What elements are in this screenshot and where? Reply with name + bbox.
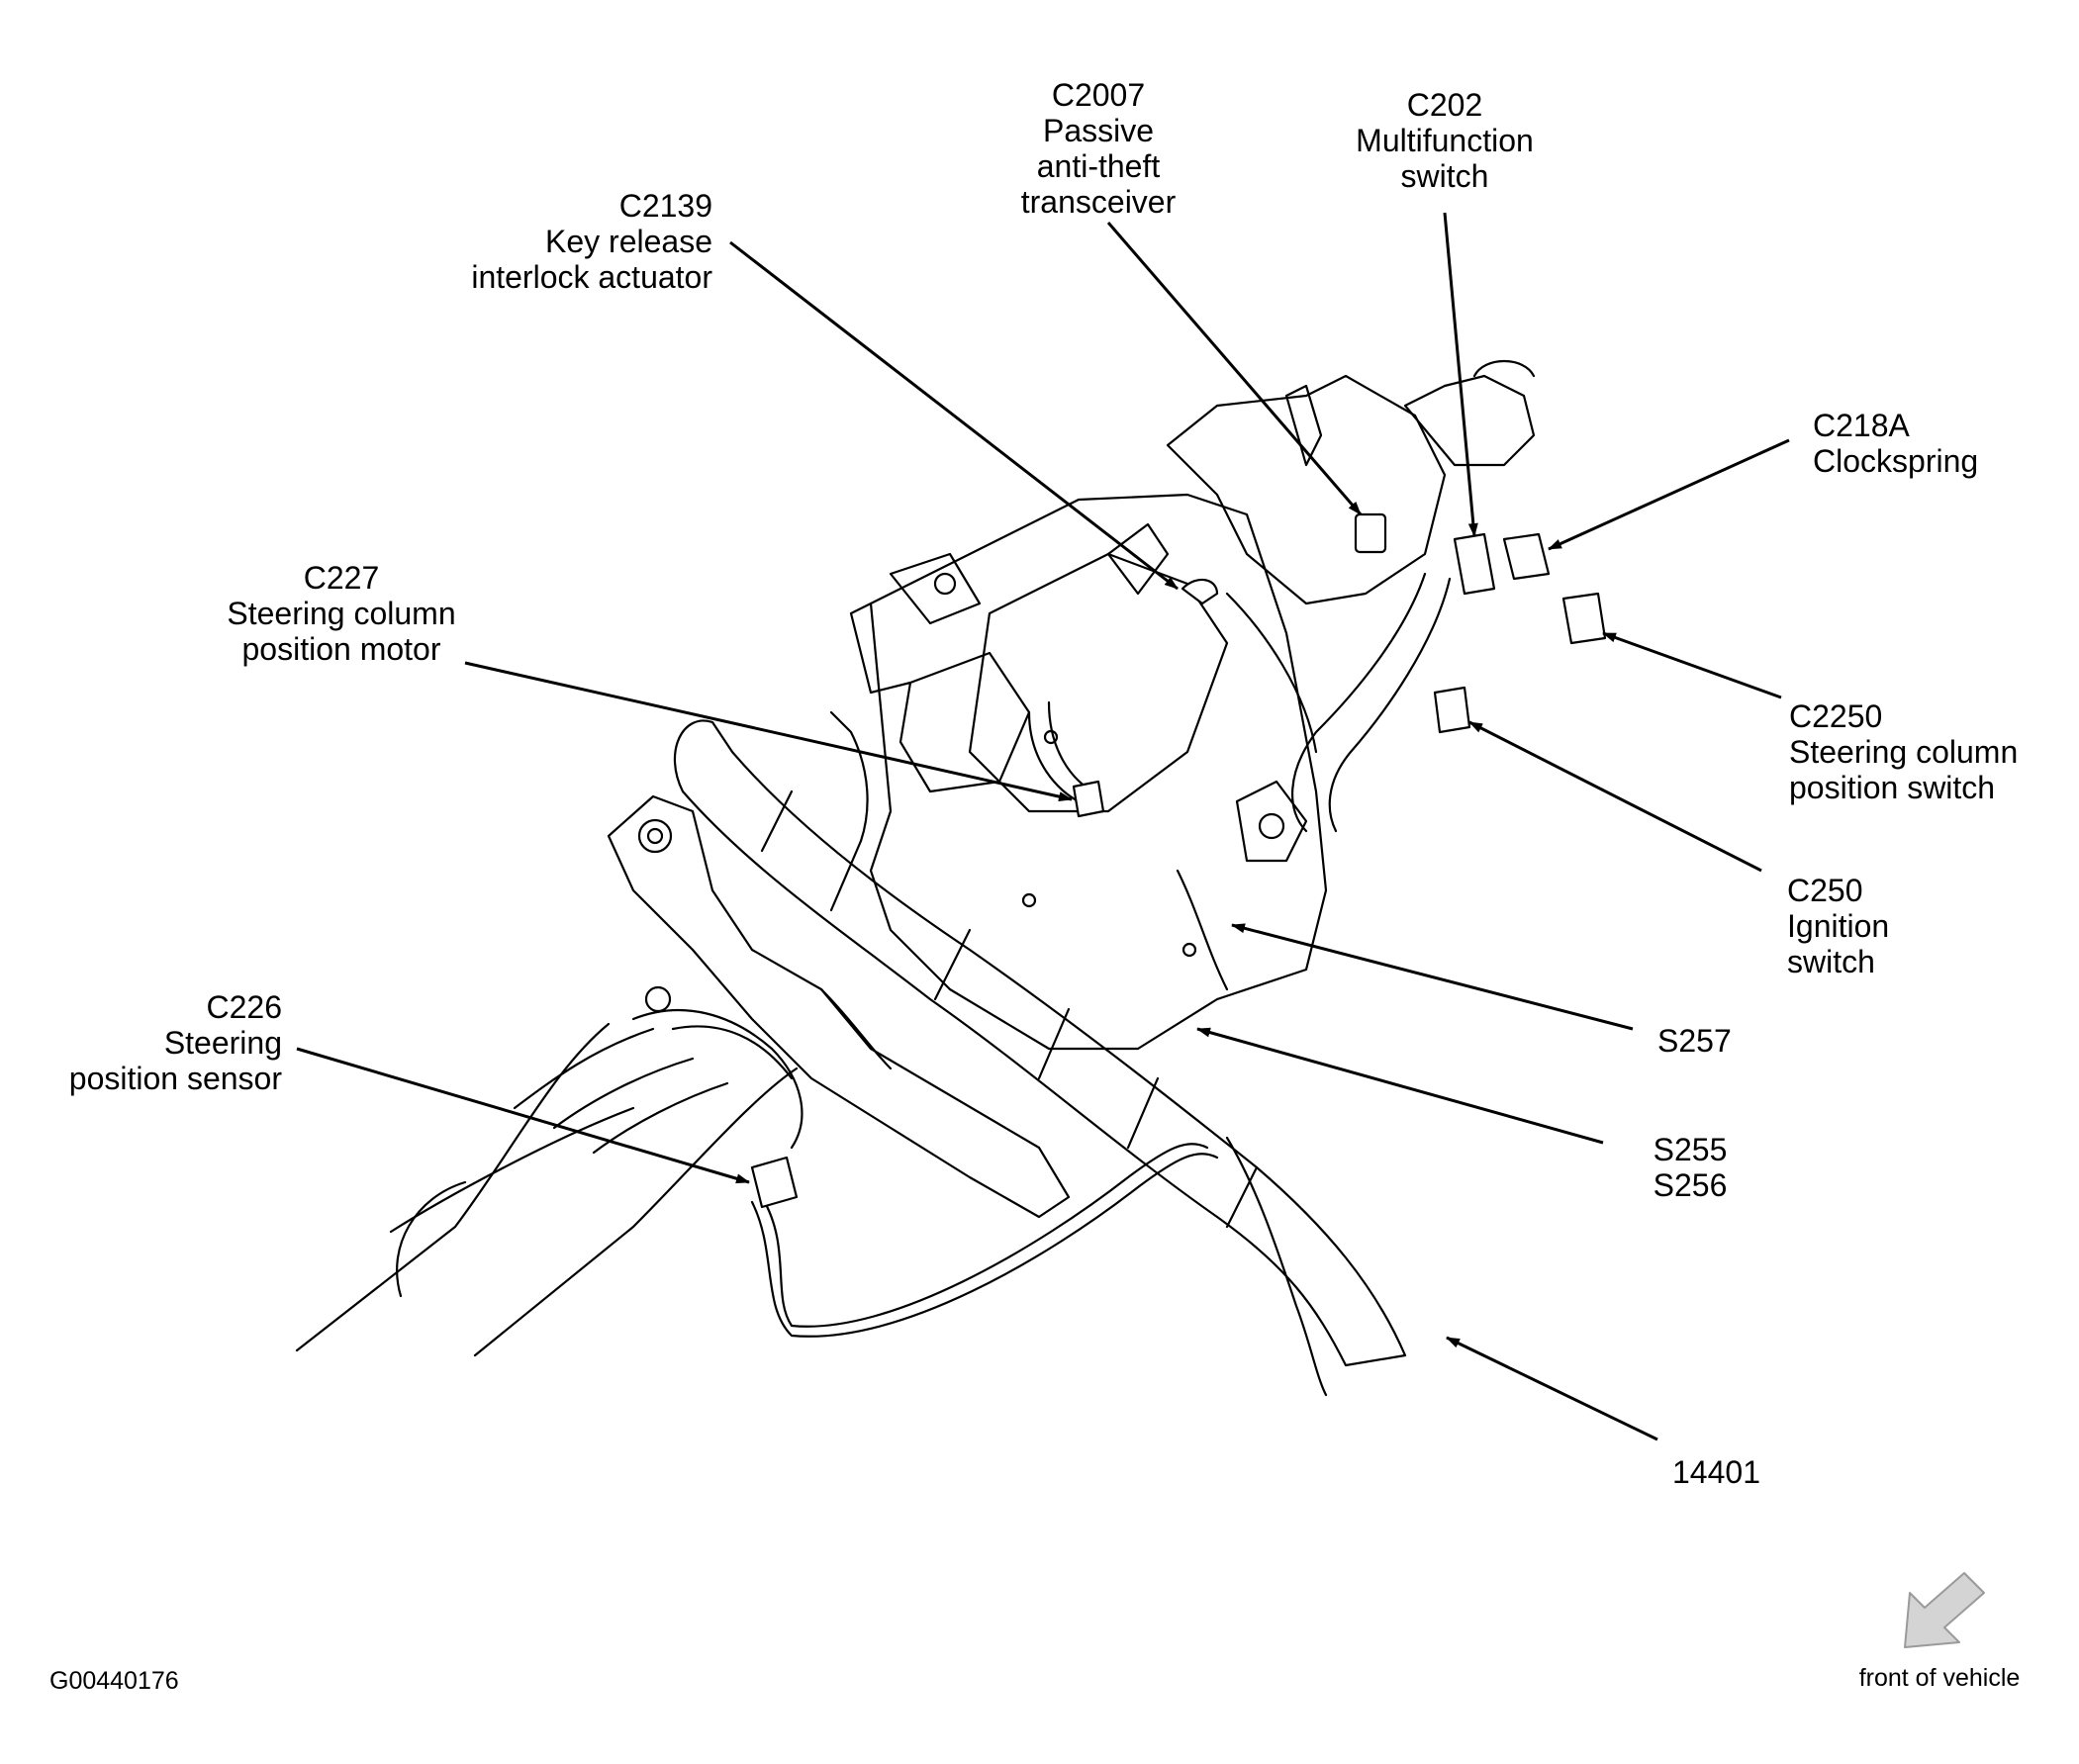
c218a-label: C218A Clockspring bbox=[1813, 408, 1979, 479]
c2007-label: C2007 Passive anti-theft transceiver bbox=[1020, 77, 1177, 220]
c226-connector bbox=[750, 1156, 799, 1209]
c2250-connector bbox=[1561, 592, 1607, 645]
c2139-actuator bbox=[1181, 578, 1219, 605]
s255-leader bbox=[1196, 1027, 1604, 1145]
c227-connector bbox=[1072, 780, 1105, 818]
c2007-leader bbox=[1106, 222, 1363, 515]
connectors bbox=[750, 512, 1607, 1209]
c202-leader bbox=[1443, 212, 1478, 537]
s257-label: S257 bbox=[1657, 1023, 1732, 1059]
c226-label: C226 Steering position sensor bbox=[68, 989, 282, 1096]
p14401-label: 14401 bbox=[1672, 1454, 1760, 1490]
c250-label: C250 Ignition switch bbox=[1787, 873, 1890, 979]
front-of-vehicle-arrow bbox=[1904, 1572, 1985, 1648]
c227-leader bbox=[464, 661, 1073, 802]
c2139-label: C2139 Key release interlock actuator bbox=[471, 188, 712, 295]
c2250-leader bbox=[1602, 631, 1782, 699]
c218a-connector bbox=[1502, 532, 1551, 581]
c202-connector bbox=[1453, 532, 1496, 596]
c202-label: C202 Multifunction switch bbox=[1356, 87, 1534, 194]
figure-id: G00440176 bbox=[49, 1667, 179, 1695]
s255-s256-label: S255 S256 bbox=[1653, 1132, 1728, 1203]
c218a-leader bbox=[1548, 438, 1790, 551]
c227-label: C227 Steering column position motor bbox=[227, 560, 456, 667]
front-of-vehicle-label: front of vehicle bbox=[1858, 1664, 2021, 1692]
c226-leader bbox=[296, 1047, 750, 1184]
c2007-connector bbox=[1354, 512, 1387, 554]
c2250-label: C2250 Steering column position switch bbox=[1789, 698, 2019, 805]
lower-bracket bbox=[607, 794, 1071, 1219]
p14401-leader bbox=[1446, 1336, 1658, 1441]
column-housing bbox=[829, 359, 1536, 1051]
c250-leader bbox=[1468, 720, 1762, 873]
s257-leader bbox=[1231, 923, 1634, 1031]
lower-shaft-boot bbox=[295, 1008, 803, 1357]
c2139-leader bbox=[729, 240, 1179, 591]
tape-wrapped-harness bbox=[673, 719, 1407, 1397]
c250-connector bbox=[1433, 686, 1471, 734]
